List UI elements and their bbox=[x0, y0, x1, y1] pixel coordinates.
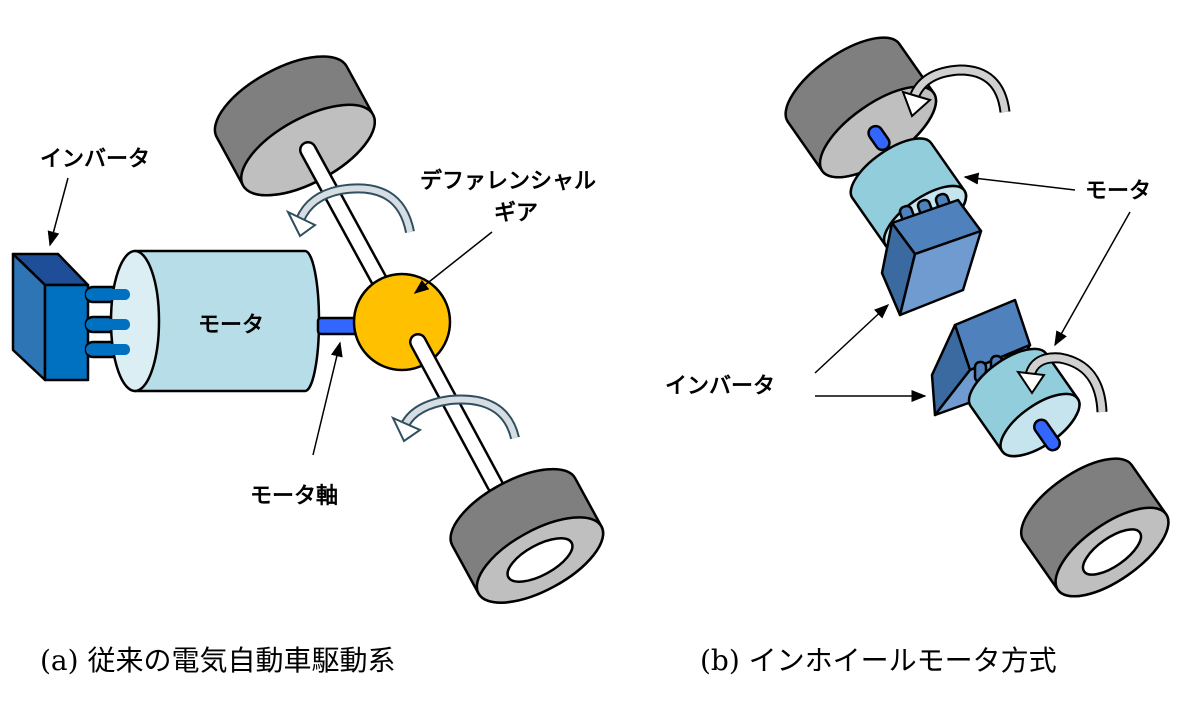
rotation-arrow-lower bbox=[390, 394, 520, 443]
wheel-bottom-right bbox=[449, 467, 605, 604]
rotation-arrow-upper bbox=[285, 183, 415, 238]
differential-label-line1: デファレンシャル bbox=[420, 168, 596, 194]
wheel-top-left bbox=[213, 55, 377, 197]
rotation-arrow-top bbox=[901, 64, 1011, 118]
inverter-bottom bbox=[930, 298, 1032, 417]
inverter-top bbox=[880, 192, 983, 317]
caption-b: (b) インホイールモータ方式 bbox=[700, 644, 1057, 677]
differential-gear bbox=[352, 272, 452, 372]
motor-label-b: モータ bbox=[1085, 179, 1151, 204]
panel-b: モータ インバータ (b) インホイールモータ方式 bbox=[665, 36, 1170, 677]
motor-cylinder bbox=[86, 249, 321, 393]
inverter-block bbox=[11, 252, 90, 382]
caption-a: (a) 従来の電気自動車駆動系 bbox=[40, 644, 395, 677]
rotation-arrow-bottom bbox=[1015, 352, 1108, 413]
wheel-bottom bbox=[1019, 457, 1170, 598]
panel-a: モータ インバータ デファレンシャル ギア モータ軸 (a) 従来の電気自動車駆… bbox=[11, 55, 605, 677]
motor-shaft-bottom bbox=[1033, 418, 1061, 452]
inverter-label: インバータ bbox=[40, 147, 150, 172]
motor-label: モータ bbox=[198, 313, 264, 338]
inverter-label-b: インバータ bbox=[665, 374, 775, 399]
motor-shaft-label: モータ軸 bbox=[250, 483, 338, 509]
differential-label-line2: ギア bbox=[494, 201, 538, 226]
